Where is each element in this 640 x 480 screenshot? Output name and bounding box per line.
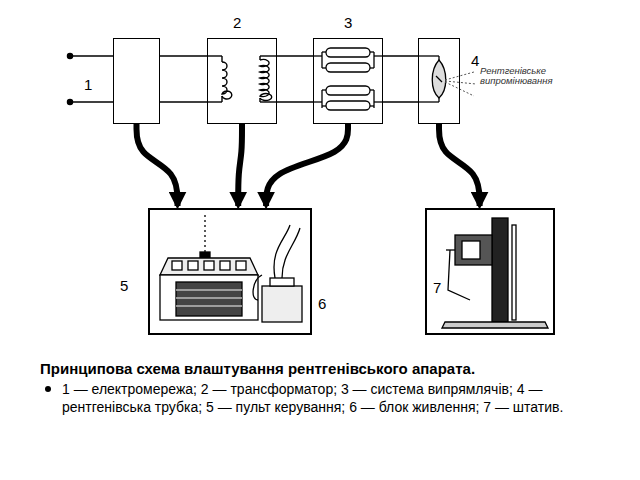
rectifier-tubes <box>313 48 383 110</box>
arrow-shaft <box>439 124 480 206</box>
stand-picture: 7 <box>425 208 555 335</box>
block-arrow <box>137 124 178 206</box>
wire <box>160 101 207 103</box>
legend-text: 1 — електромережа; 2 — трансформатор; 3 … <box>62 380 602 416</box>
callout-number: 6 <box>318 296 326 313</box>
control-panel-picture: 56 <box>148 208 312 335</box>
block-arrow <box>238 124 242 206</box>
power-unit <box>253 225 302 322</box>
block-arrow <box>439 124 480 206</box>
callout-number: 5 <box>120 278 128 295</box>
wire <box>277 55 313 57</box>
wire <box>277 101 313 103</box>
mains-wires <box>68 54 114 105</box>
transformer-block: 2 <box>207 38 277 124</box>
stand <box>442 218 548 328</box>
wire <box>383 101 418 103</box>
wire-pair <box>383 56 418 102</box>
callout-number: 1 <box>84 77 92 94</box>
wire <box>383 55 418 57</box>
callout-number: 7 <box>433 280 441 297</box>
callout-number: 2 <box>233 15 241 32</box>
control-console <box>160 215 258 320</box>
wire <box>160 55 207 57</box>
x-ray-tube <box>418 56 446 102</box>
x-ray-beam <box>445 72 476 96</box>
mains-block: 1 <box>113 38 160 124</box>
tube-block: 4Рентгенівське випромінювання <box>418 38 460 124</box>
arrow-shaft <box>137 124 178 206</box>
callout-number: 3 <box>344 15 352 32</box>
figure-caption: Принципова схема влаштування рентгенівсь… <box>40 360 620 377</box>
block-arrow <box>266 124 348 206</box>
wire-pair <box>160 56 207 102</box>
arrow-shaft <box>266 124 348 206</box>
bullet-dot <box>45 386 51 392</box>
transformer-coils <box>207 56 277 102</box>
arrow-shaft <box>238 124 242 206</box>
radiation-label: Рентгенівське випромінювання <box>479 65 573 88</box>
wire-pair <box>277 56 313 102</box>
rectifier-block: 3 <box>313 38 383 124</box>
